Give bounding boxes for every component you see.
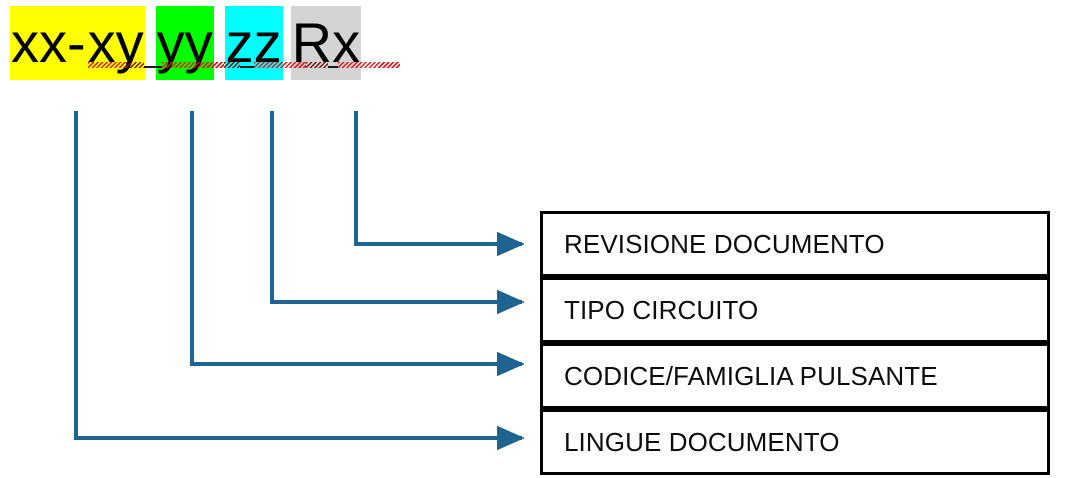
- box-revisione-documento-label: REVISIONE DOCUMENTO: [564, 229, 885, 259]
- spellcheck-underline-7: [338, 62, 400, 68]
- code-space-3: [283, 6, 291, 80]
- spellcheck-underline-6: [306, 62, 328, 68]
- spellcheck-underline-1: [88, 62, 126, 68]
- connector-rx-to-revisione: [354, 111, 525, 257]
- segment-zz-highlight: zz: [224, 6, 283, 80]
- box-lingue-documento-label: LINGUE DOCUMENTO: [564, 427, 840, 457]
- box-tipo-circuito[interactable]: TIPO CIRCUITO: [540, 277, 1050, 343]
- spellcheck-underline-4: [224, 62, 240, 68]
- code-space-2: [214, 6, 225, 80]
- spellcheck-baseline-1: [144, 66, 162, 68]
- spellcheck-baseline-2: [240, 66, 254, 68]
- box-codice-famiglia-pulsante-label: CODICE/FAMIGLIA PULSANTE: [564, 361, 938, 391]
- code-string: xx- xy yy zz Rx: [10, 6, 362, 82]
- segment-xx-highlight: xx-: [10, 6, 87, 80]
- segment-yy-highlight: yy: [155, 6, 214, 80]
- spellcheck-baseline-3: [328, 66, 338, 68]
- spellcheck-underline-5: [254, 62, 306, 68]
- connector-zz-to-tipo-circuito: [270, 111, 525, 315]
- spellcheck-underline-3: [162, 62, 224, 68]
- code-space-1: [145, 6, 156, 80]
- spellcheck-underline-2: [126, 62, 144, 68]
- connector-yy-to-codice-famiglia: [190, 111, 525, 377]
- box-codice-famiglia-pulsante[interactable]: CODICE/FAMIGLIA PULSANTE: [540, 343, 1050, 409]
- box-revisione-documento[interactable]: REVISIONE DOCUMENTO: [540, 211, 1050, 277]
- segment-rx-highlight: Rx: [290, 6, 362, 80]
- segment-xy-highlight: xy: [86, 6, 145, 80]
- connector-xx-to-lingue-documento: [74, 111, 525, 451]
- box-lingue-documento[interactable]: LINGUE DOCUMENTO: [540, 409, 1050, 475]
- box-tipo-circuito-label: TIPO CIRCUITO: [564, 295, 759, 325]
